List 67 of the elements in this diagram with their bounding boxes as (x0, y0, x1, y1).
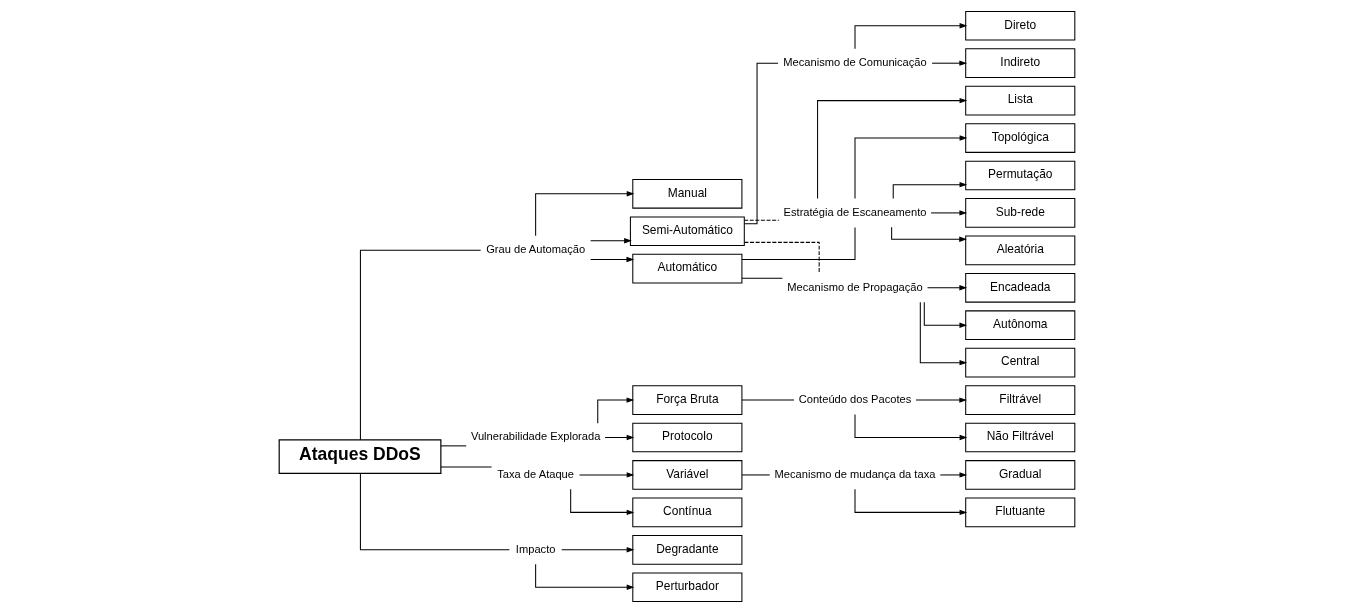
node-box: Variável (632, 460, 743, 490)
arrow (931, 60, 968, 66)
connector (440, 445, 467, 447)
arrow (854, 135, 968, 199)
node-box: Ataques DDoS (278, 439, 442, 474)
arrow (926, 285, 968, 291)
connector (741, 277, 783, 279)
arrow (923, 301, 968, 328)
node-text: Estratégia de Escaneamento (783, 205, 927, 218)
arrow (590, 238, 632, 244)
node-box: Não Filtrável (965, 422, 1076, 453)
connector (741, 226, 856, 261)
node-box: Sub-rede (965, 198, 1076, 228)
node-box: Semi-Automático (629, 216, 745, 247)
node-box: Indireto (965, 48, 1076, 79)
arrow (854, 413, 968, 441)
arrow (854, 488, 968, 516)
arrow (590, 256, 635, 263)
arrow (597, 397, 635, 424)
connector (741, 399, 795, 401)
node-box: Protocolo (632, 422, 743, 453)
arrow (570, 488, 635, 516)
node-text: Taxa de Ataque (497, 467, 574, 480)
node-box: Gradual (965, 460, 1076, 490)
node-box: Perturbador (632, 572, 743, 603)
node-box: Flutuante (965, 497, 1076, 528)
node-text: Vulnerabilidade Explorada (470, 430, 601, 443)
arrow (604, 434, 635, 441)
node-box: Contínua (632, 497, 743, 528)
connector (743, 241, 820, 274)
node-box: Degradante (632, 534, 743, 565)
arrow (817, 97, 968, 199)
arrow (919, 301, 968, 366)
node-box: Permutação (965, 160, 1076, 191)
arrow (891, 226, 967, 242)
connector (359, 249, 482, 441)
node-box: Aleatória (965, 235, 1076, 266)
arrow (939, 472, 968, 478)
node-box: Direto (965, 10, 1076, 41)
node-text: Mecanismo de Comunicação (783, 56, 927, 69)
arrow (892, 181, 968, 199)
node-box: Força Bruta (632, 385, 743, 415)
arrow (915, 397, 968, 403)
arrow (930, 210, 968, 216)
node-text: Mecanismo de Propagação (787, 280, 923, 293)
arrow (854, 23, 968, 50)
arrow (535, 563, 635, 590)
node-box: Lista (965, 85, 1076, 116)
arrow (579, 472, 635, 478)
connector (743, 219, 780, 221)
node-box: Topológica (965, 123, 1076, 153)
connector (359, 473, 510, 551)
node-box: Filtrável (965, 385, 1076, 415)
node-text: Grau de Automação (486, 243, 586, 256)
node-box: Central (965, 347, 1076, 378)
node-box: Autônoma (965, 310, 1076, 341)
connector (440, 466, 493, 468)
node-box: Encadeada (965, 272, 1076, 303)
node-box: Automático (632, 253, 743, 284)
connector (741, 474, 771, 476)
node-box: Manual (632, 178, 743, 209)
arrow (561, 547, 635, 553)
node-text: Mecanismo de mudança da taxa (774, 467, 936, 480)
arrow (535, 191, 635, 237)
node-text: Impacto (515, 542, 556, 555)
node-text: Conteúdo dos Pacotes (798, 393, 912, 406)
connector (744, 62, 779, 225)
